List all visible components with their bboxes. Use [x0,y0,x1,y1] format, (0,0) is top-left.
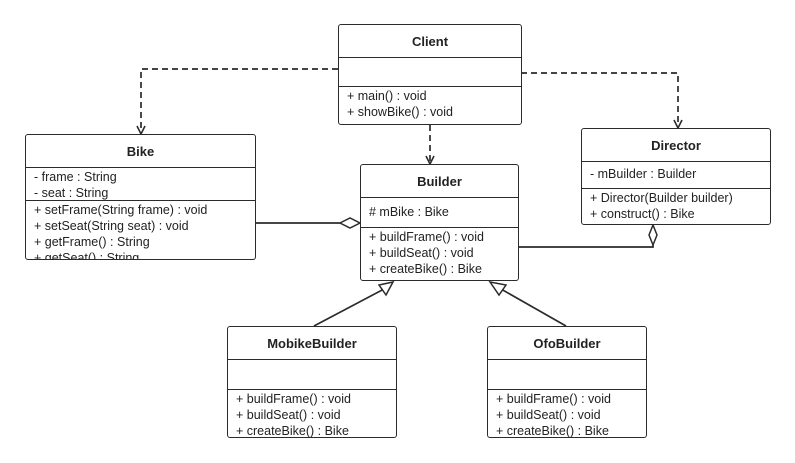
member-line: + main() : void [347,89,427,103]
aggregation-diamond-builder [338,217,362,229]
class-builder-methods: + buildFrame() : void + buildSeat() : voi… [361,227,518,277]
member-line: + getSeat() : String [34,251,140,260]
class-client-name: Client [339,25,521,58]
member-line: + getFrame() : String [34,235,150,249]
generalization-ofo-builder [500,288,567,327]
class-builder-name: Builder [361,165,518,198]
class-bike-attributes: - frame : String - seat : String [26,168,255,200]
member-line: + createBike() : Bike [496,424,609,438]
class-ofo-builder-name: OfoBuilder [488,327,646,360]
class-director: Director - mBuilder : Builder + Director… [581,128,771,225]
class-mobike-builder-name: MobikeBuilder [228,327,396,360]
generalization-triangle-mobike [377,280,395,297]
member-line: + buildSeat() : void [496,408,601,422]
aggregation-director-builder [519,245,654,248]
member-line: + setFrame(String frame) : void [34,203,208,217]
class-client-attributes [339,58,521,86]
dependency-client-director [521,72,683,130]
member-line: - seat : String [34,186,109,200]
class-ofo-builder: OfoBuilder + buildFrame() : void + buildS… [487,326,647,438]
class-mobike-builder-attributes [228,360,396,389]
class-mobike-builder: MobikeBuilder + buildFrame() : void+ bui… [227,326,397,438]
class-client-methods: + main() : void + showBike() : void [339,86,521,120]
member-line: # mBike : Bike [369,205,449,219]
class-bike-name: Bike [26,135,255,168]
class-director-methods: + Director(Builder builder) + construct()… [582,188,770,222]
member-line: + buildFrame() : void [369,230,484,244]
member-line: + Director(Builder builder) [590,191,733,205]
dependency-client-bike [136,68,338,136]
generalization-mobike-builder [313,288,385,327]
member-line: + showBike() : void [347,105,453,119]
member-line: + buildSeat() : void [236,408,341,422]
member-line: + construct() : Bike [590,207,695,221]
member-line: - mBuilder : Builder [590,167,697,181]
member-line: + buildSeat() : void [369,246,474,260]
aggregation-diamond-director [648,222,658,248]
member-line: + createBike() : Bike [369,262,482,276]
class-director-name: Director [582,129,770,162]
class-builder: Builder # mBike : Bike + buildFrame() : … [360,164,519,281]
class-mobike-builder-methods: + buildFrame() : void + buildSeat() : voi… [228,389,396,438]
class-builder-attributes: # mBike : Bike [361,198,518,227]
member-line: + buildFrame() : void [496,392,611,406]
generalization-triangle-ofo [488,280,508,297]
class-director-attributes: - mBuilder : Builder [582,162,770,188]
member-line: + createBike() : Bike [236,424,349,438]
class-ofo-builder-methods: + buildFrame() : void + buildSeat() : voi… [488,389,646,438]
class-bike-methods: + setFrame(String frame) : void + setSeat… [26,200,255,260]
class-bike: Bike - frame : String - seat : String + s… [25,134,256,260]
member-line: - frame : String [34,170,117,184]
member-line: + setSeat(String seat) : void [34,219,189,233]
class-client: Client + main() : void + showBike() : voi… [338,24,522,125]
member-line: + buildFrame() : void [236,392,351,406]
class-ofo-builder-attributes [488,360,646,389]
